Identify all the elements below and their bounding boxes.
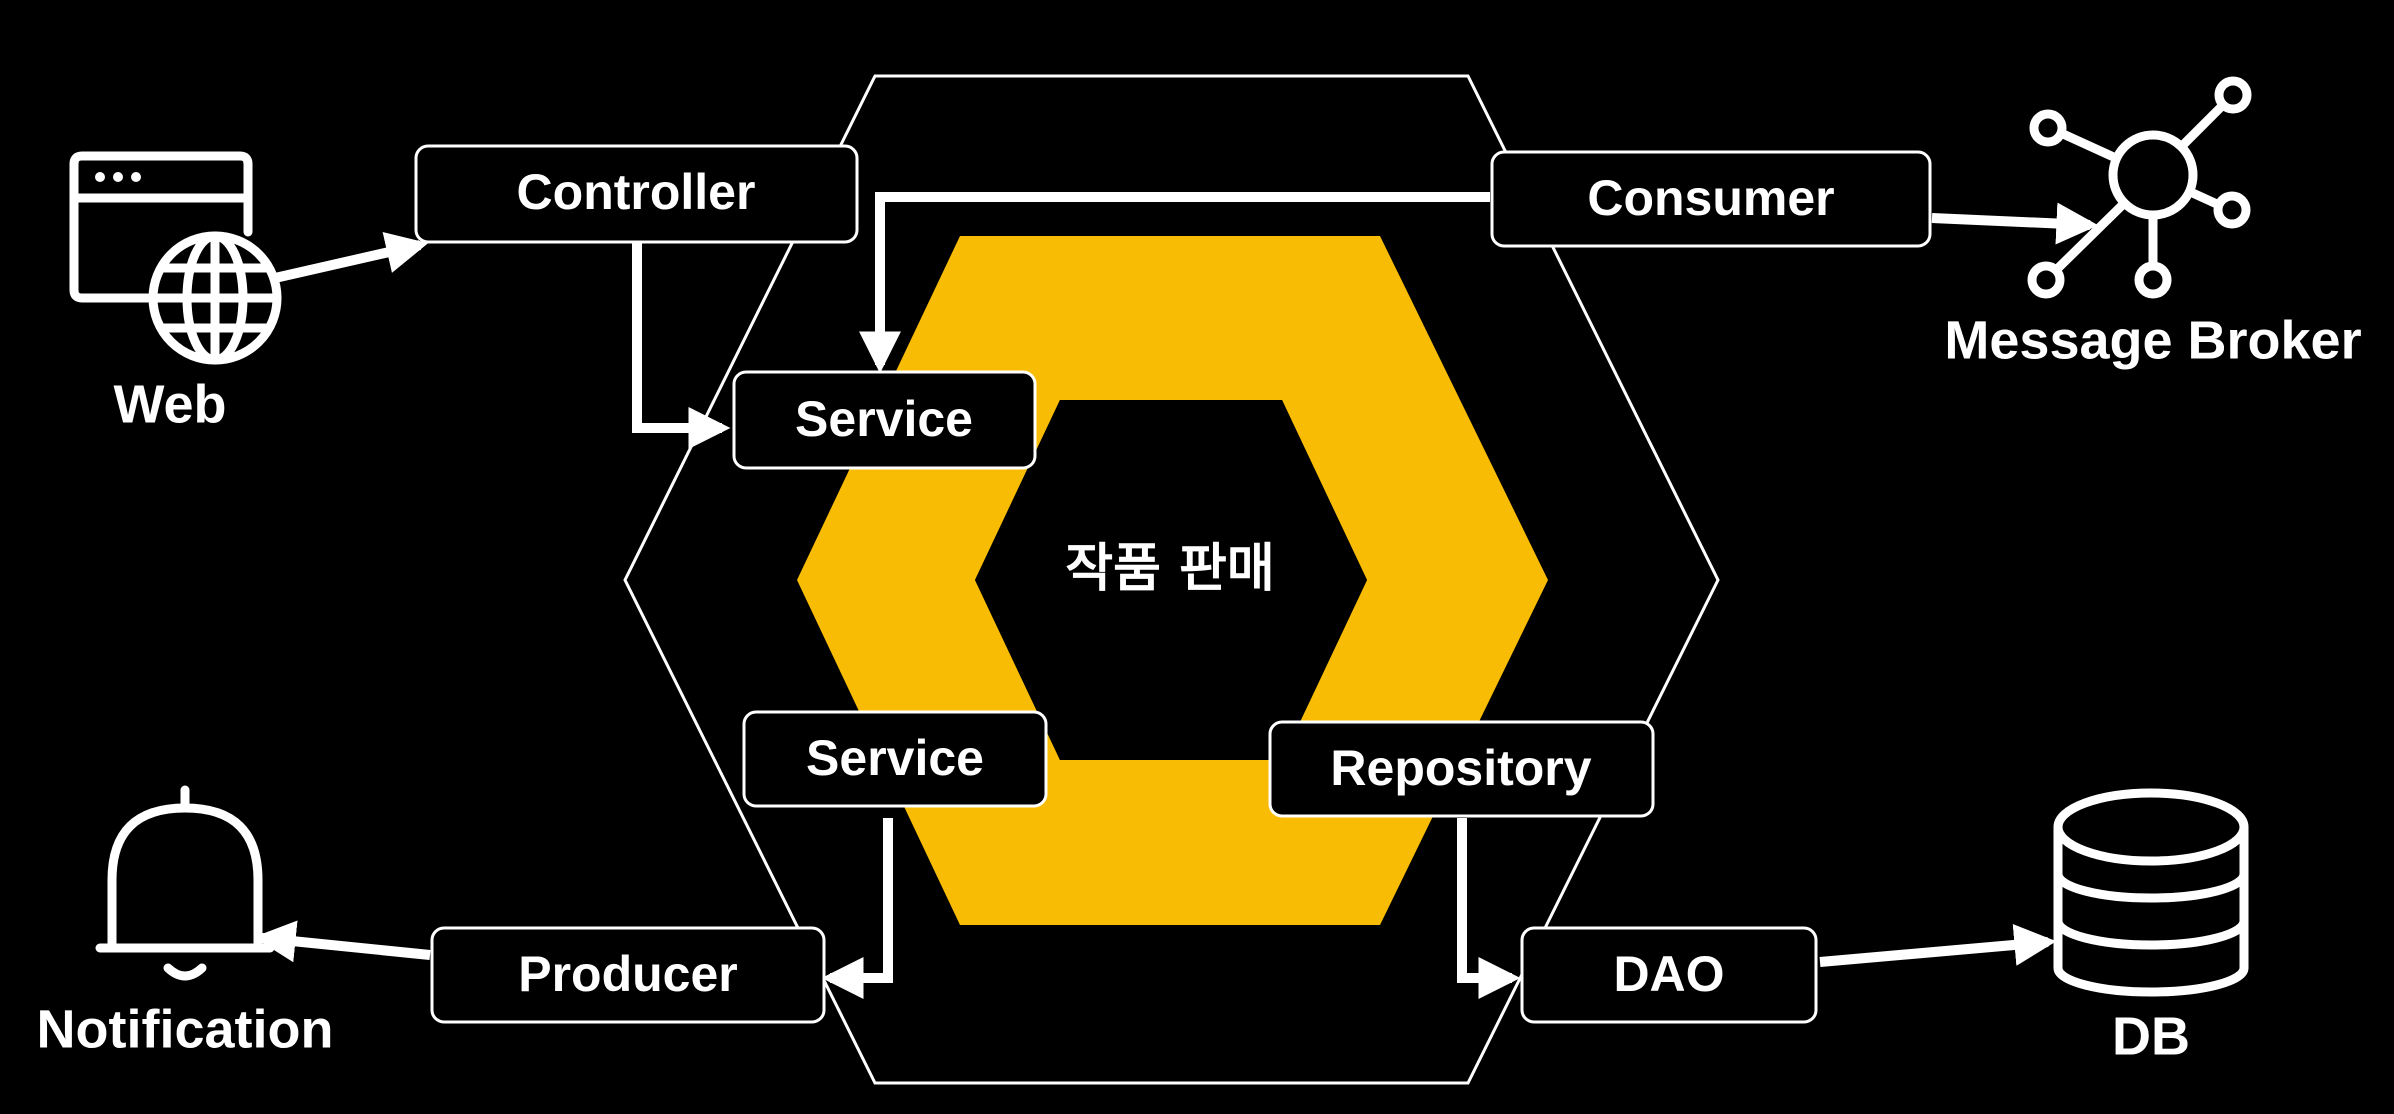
controller-box[interactable]: Controller (414, 144, 859, 244)
service-top-label: Service (795, 391, 973, 447)
web-label: Web (113, 374, 226, 434)
bell-icon (95, 785, 275, 981)
producer-label: Producer (518, 946, 738, 1002)
dao-label: DAO (1613, 946, 1724, 1002)
service-top-box[interactable]: Service (732, 370, 1037, 470)
notification-label: Notification (37, 999, 334, 1059)
core-label: 작품 판매 (1065, 539, 1274, 599)
db-label: DB (2112, 1006, 2190, 1066)
arrow-consumer-to-service (859, 192, 1490, 374)
repository-label: Repository (1330, 740, 1591, 796)
core-hexagon (975, 400, 1367, 760)
producer-box[interactable]: Producer (430, 926, 826, 1024)
service-bottom-label: Service (806, 730, 984, 786)
arrow-service-to-producer (821, 818, 893, 999)
connectors (253, 192, 2099, 999)
arrow-dao-to-db (1819, 924, 2057, 967)
arrow-producer-to-notification (253, 920, 431, 963)
message-broker-label: Message Broker (1944, 310, 2361, 370)
arrow-controller-to-service (632, 242, 731, 449)
arrow-consumer-to-broker (1931, 202, 2099, 245)
outer-hexagon (623, 74, 1720, 1085)
consumer-box[interactable]: Consumer (1490, 150, 1932, 248)
repository-box[interactable]: Repository (1268, 720, 1655, 818)
broker-network-icon (2027, 76, 2252, 299)
service-bottom-box[interactable]: Service (742, 710, 1048, 808)
controller-label: Controller (517, 164, 756, 220)
web-globe-icon (69, 151, 282, 365)
arrow-web-to-controller (273, 231, 429, 283)
arrow-repository-to-dao (1457, 818, 1521, 999)
consumer-label: Consumer (1587, 170, 1834, 226)
dao-box[interactable]: DAO (1520, 926, 1818, 1024)
database-icon (2053, 788, 2249, 997)
